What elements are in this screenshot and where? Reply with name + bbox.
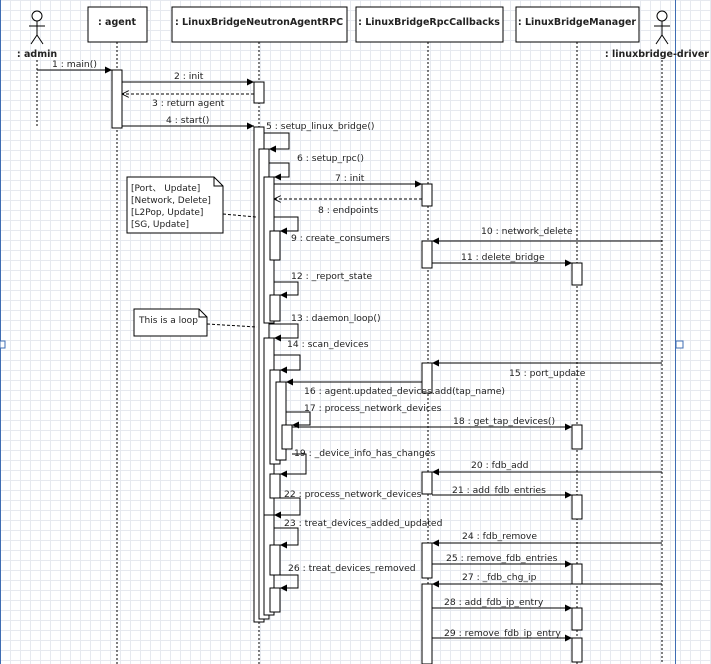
msg-2-label: 2 : init bbox=[174, 71, 204, 82]
note-endpoints-line-1: [Port、 Update] bbox=[131, 184, 200, 194]
msg-19-label: 19 : _device_info_has_changes bbox=[294, 448, 435, 459]
msg-3-label: 3 : return agent bbox=[152, 98, 225, 109]
actor-admin: : admin bbox=[17, 10, 57, 128]
msg-7-label: 7 : init bbox=[335, 173, 365, 184]
note-loop: This is a loop bbox=[133, 308, 258, 337]
msg-27-label: 27 : _fdb_chg_ip bbox=[462, 572, 537, 583]
msg-1-label: 1 : main() bbox=[52, 59, 97, 70]
msg-16-label: 16 : agent.updated_devices.add(tap_name) bbox=[304, 386, 505, 397]
lifeline-rpc-label: : LinuxBridgeNeutronAgentRPC bbox=[175, 17, 343, 28]
note-loop-text: This is a loop bbox=[138, 316, 198, 326]
msg-6-label: 6 : setup_rpc() bbox=[297, 153, 364, 164]
lifeline-callbacks-label: : LinuxBridgeRpcCallbacks bbox=[358, 17, 500, 28]
msg-18-label: 18 : get_tap_devices() bbox=[453, 416, 555, 427]
msg-9-label: 9 : create_consumers bbox=[291, 233, 390, 244]
lifeline-agent-label: : agent bbox=[98, 17, 137, 28]
msg-24-label: 24 : fdb_remove bbox=[462, 531, 537, 542]
msg-5-label: 5 : setup_linux_bridge() bbox=[266, 121, 375, 132]
msg-25-label: 25 : remove_fdb_entries bbox=[446, 553, 558, 564]
msg-10-label: 10 : network_delete bbox=[481, 226, 573, 237]
msg-29-label: 29 : remove_fdb_ip_entry bbox=[444, 628, 561, 639]
activation-bars bbox=[111, 69, 583, 664]
msg-4-label: 4 : start() bbox=[166, 115, 209, 126]
msg-12-label: 12 : _report_state bbox=[291, 271, 372, 282]
msg-8-label: 8 : endpoints bbox=[318, 205, 379, 216]
lifeline-linuxbridge-manager: : LinuxBridgeManager bbox=[515, 6, 640, 664]
msg-21-label: 21 : add_fdb_entries bbox=[452, 485, 546, 496]
msg-28-label: 28 : add_fdb_ip_entry bbox=[444, 597, 544, 608]
note-endpoints-line-4: [SG, Update] bbox=[131, 220, 189, 230]
message-labels: 1 : main() 2 : init 3 : return agent 4 :… bbox=[52, 59, 586, 639]
msg-15-label: 15 : port_update bbox=[509, 368, 586, 379]
msg-22-label: 22 : process_network_devices bbox=[284, 489, 422, 500]
msg-26-label: 26 : treat_devices_removed bbox=[288, 563, 416, 574]
messages bbox=[37, 66, 662, 642]
lifeline-agent: : agent bbox=[87, 6, 148, 664]
actor-linuxbridge-driver-label: : linuxbridge-driver bbox=[605, 49, 709, 60]
frame bbox=[0, 0, 684, 664]
note-endpoints-line-3: [L2Pop, Update] bbox=[131, 208, 203, 218]
actor-admin-label: : admin bbox=[17, 49, 57, 60]
msg-14-label: 14 : scan_devices bbox=[287, 339, 369, 350]
note-endpoints: [Port、 Update] [Network, Delete] [L2Pop,… bbox=[126, 176, 257, 234]
note-endpoints-line-2: [Network, Delete] bbox=[131, 196, 211, 206]
msg-23-label: 23 : treat_devices_added_updated bbox=[284, 518, 442, 529]
msg-20-label: 20 : fdb_add bbox=[471, 460, 528, 471]
lifeline-linuxbridge-rpc-callbacks: : LinuxBridgeRpcCallbacks bbox=[355, 6, 504, 664]
msg-13-label: 13 : daemon_loop() bbox=[291, 313, 381, 324]
msg-17-label: 17 : process_network_devices bbox=[304, 403, 442, 414]
lifeline-linuxbridge-neutron-agent-rpc: : LinuxBridgeNeutronAgentRPC bbox=[171, 6, 348, 664]
lifeline-manager-label: : LinuxBridgeManager bbox=[518, 17, 637, 28]
actor-linuxbridge-driver: : linuxbridge-driver bbox=[605, 10, 709, 664]
msg-11-label: 11 : delete_bridge bbox=[461, 252, 545, 263]
